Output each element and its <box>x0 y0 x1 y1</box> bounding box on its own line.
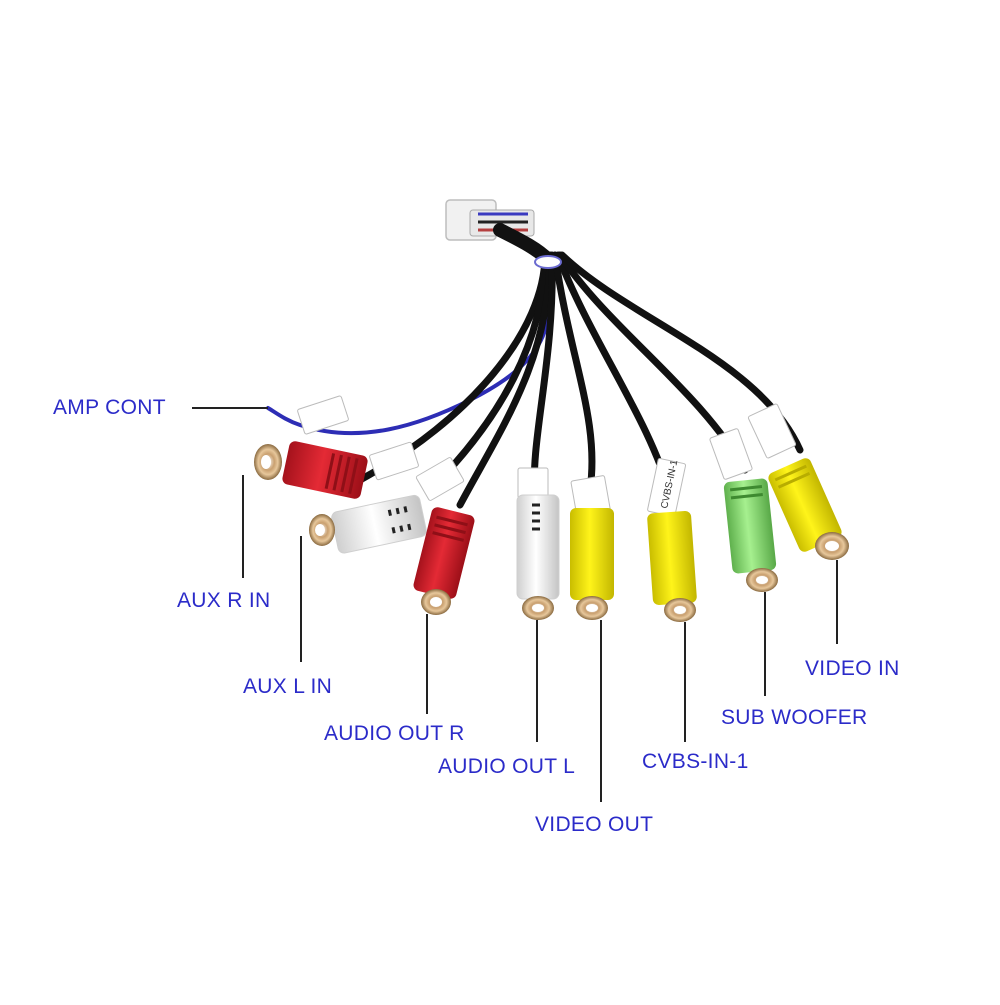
label-audio-out-l: AUDIO OUT L <box>438 755 576 778</box>
aux-r-in-leader <box>242 475 244 578</box>
aux-l-in-plug <box>309 494 427 554</box>
aux-r-in-plug <box>254 441 368 499</box>
sub-woofer-leader <box>764 592 766 696</box>
sub-woofer-plug <box>723 478 778 592</box>
cable-tags: CVBS-IN-1 <box>297 395 797 521</box>
cvbs-in-1-leader <box>684 622 686 742</box>
cvbs-in-1-plug <box>647 510 697 622</box>
label-aux-r-in: AUX R IN <box>177 589 271 612</box>
label-audio-out-r: AUDIO OUT R <box>324 722 465 745</box>
label-aux-l-in: AUX L IN <box>243 675 333 698</box>
label-video-in: VIDEO IN <box>805 657 900 680</box>
label-cvbs-in-1: CVBS-IN-1 <box>642 750 749 773</box>
amp-cont-leader <box>192 407 268 409</box>
audio-out-r-plug <box>413 507 475 615</box>
video-in-leader <box>836 560 838 644</box>
label-video-out: VIDEO OUT <box>535 813 654 836</box>
label-amp-cont: AMP CONT <box>53 396 166 419</box>
audio-out-l-leader <box>536 620 538 742</box>
video-in-plug <box>768 458 849 560</box>
video-out-leader <box>600 620 602 802</box>
video-out-plug <box>570 508 614 620</box>
audio-out-r-leader <box>426 614 428 714</box>
aux-l-in-leader <box>300 536 302 662</box>
audio-out-l-plug <box>516 494 560 620</box>
label-sub-woofer: SUB WOOFER <box>721 706 868 729</box>
connector-block <box>445 199 535 241</box>
